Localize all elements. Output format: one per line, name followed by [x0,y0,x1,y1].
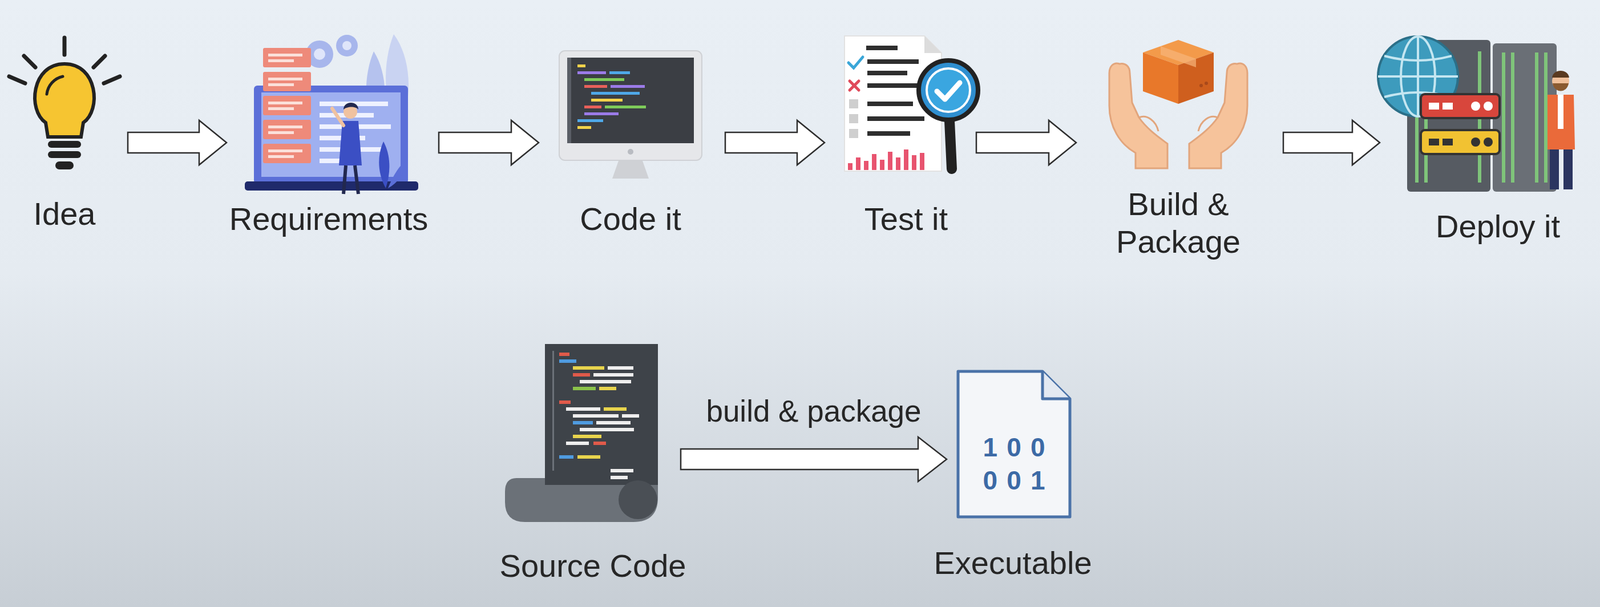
block-arrow [680,437,947,482]
source-code-icon [504,344,658,523]
requirements-step: Requirements [244,30,419,195]
step-label: Source Code [499,547,687,585]
step-label: Executable [933,544,1092,583]
step-label: Requirements [229,200,429,238]
code-step: Code it [559,50,702,179]
monitor-icon [559,50,702,179]
binary-digits: 100 001 [971,430,1057,498]
test-report-icon [844,35,979,172]
step-label: Deploy it [1435,207,1561,246]
step-label: Idea [33,195,96,233]
block-arrow [1283,120,1380,165]
source-code-file: Source Code [504,344,658,523]
deploy-step: Deploy it [1380,30,1577,192]
lightbulb-icon [9,37,120,170]
package-hands-icon [1109,39,1248,169]
step-label: Test it [864,200,948,238]
idea-step: Idea [10,35,123,174]
block-arrow [725,120,825,165]
requirements-illustration [244,34,419,195]
build-step: Build & Package [1109,38,1248,169]
executable-file-icon [958,371,1070,517]
block-arrow [127,120,227,165]
block-arrow [438,120,539,165]
step-label: Code it [579,200,681,238]
test-step: Test it [844,35,976,174]
server-deploy-icon [1378,36,1575,192]
step-label: Build & Package [1104,185,1253,261]
arrow-label: build & package [705,393,921,430]
block-arrow [976,120,1077,165]
executable-file: 100 001Executable [956,370,1072,519]
